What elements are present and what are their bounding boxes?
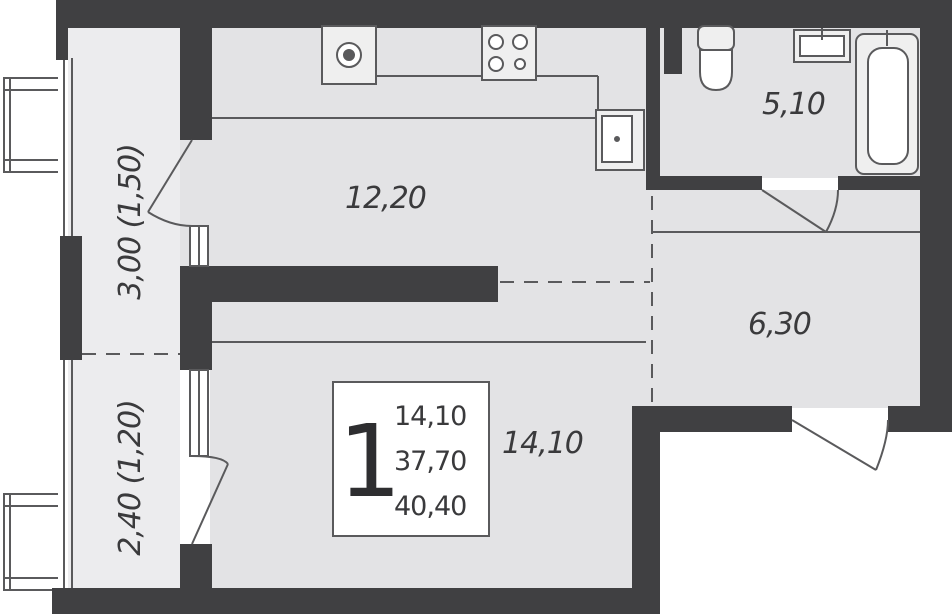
fixtures [321,25,919,175]
left-balcony-wall-top [56,0,68,60]
dashed-lines [82,196,653,406]
bathroom-bottom-right [838,176,920,190]
right-wall [920,0,952,432]
summary-total-area: 37,70 [394,446,466,477]
upper-door-arc [147,211,193,227]
bathroom-door-leaf [761,189,827,233]
kitchen-floor [180,28,650,268]
living-right-wall [632,406,660,614]
lower-door-swing [191,463,229,545]
summary-total-with-balcony: 40,40 [394,491,466,522]
upper-door-swing [147,139,193,213]
washer [321,25,377,85]
bathroom-door-arc [825,189,839,233]
kitchen-living-wall [180,266,498,302]
hall-floor [650,190,920,408]
kitchen-sink [595,109,645,171]
bathroom-bottom-left [646,176,762,190]
balcony-base [52,588,642,614]
burner-3 [488,56,504,72]
living-area-label: 14,10 [502,426,583,461]
burner-4 [514,58,526,70]
rooms-count: 1 [338,403,402,520]
partition-top [180,28,212,140]
hall-area-label: 6,30 [748,307,811,342]
cooktop-body [481,25,537,81]
balcony-pier [60,236,82,360]
summary-living-area: 14,10 [394,401,466,432]
bathroom-left-wall [646,28,660,190]
bathroom-area-label: 5,10 [762,87,825,122]
toilet-tank [697,25,735,51]
burner-2 [512,34,528,50]
lower-door-arc [191,455,229,465]
bathtub-inner [867,47,909,165]
partition-bottom [180,544,212,614]
summary-frame [332,381,490,537]
upper-railing [3,77,58,173]
balcony-doors [147,139,229,545]
washer-center [343,49,355,61]
bathroom-basin [793,28,851,63]
lower-railing [3,493,58,591]
top-wall [56,0,952,28]
entrance-wall-right [888,406,952,432]
washer-body [321,25,377,85]
walls [52,0,952,614]
entrance-door-leaf [791,419,877,471]
summary-box: 1 14,10 37,70 40,40 [332,381,490,537]
toilet [697,25,735,92]
kitchen-area-label: 12,20 [345,181,426,216]
cooktop [481,25,537,81]
connector-floor [498,268,650,302]
interior-doors [761,189,889,471]
balcony-floor [68,28,180,588]
balcony-upper-label: 3,00 (1,50) [113,144,148,300]
bathroom-stub [664,28,682,74]
balcony-lower-label: 2,40 (1,20) [113,400,148,556]
bathtub [855,30,919,175]
toilet-bowl [699,49,733,92]
kitchen-sink-drain [614,136,620,142]
burner-1 [488,34,504,50]
entrance-door-arc [875,419,889,471]
room-labels: 12,20 5,10 6,30 14,10 3,00 (1,50) 2,40 (… [113,87,826,556]
